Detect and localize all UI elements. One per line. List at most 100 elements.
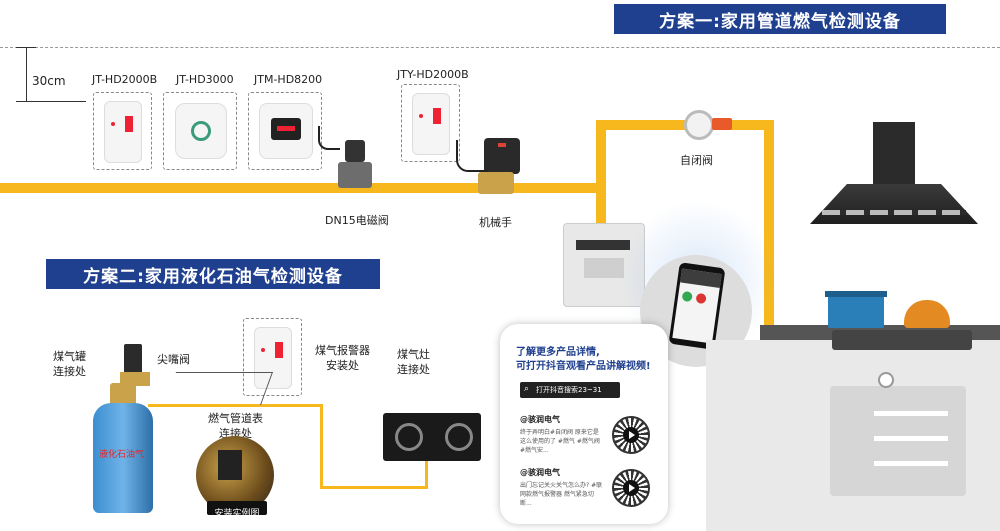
lpg-tank: 液化石油气 <box>93 403 153 513</box>
alarm-install-label: 煤气报警器 安装处 <box>315 344 370 372</box>
gas-meter <box>563 223 645 307</box>
gas-detector-1 <box>104 101 142 163</box>
gas-pipe-riser-right <box>764 120 774 330</box>
video-account-2: @骇润电气 <box>520 468 560 477</box>
tip-valve-label: 尖嘴阀 <box>157 353 190 366</box>
pot-lid <box>825 291 887 297</box>
phone <box>668 262 726 350</box>
plan2-title-banner: 方案二:家用液化石油气检测设备 <box>46 259 380 289</box>
detector-logo <box>433 108 441 124</box>
detector-box-2 <box>163 92 237 170</box>
orange-kettle <box>904 300 950 328</box>
range-hood-vent <box>822 210 966 215</box>
solenoid-valve <box>336 140 374 192</box>
plan1-title: 方案一:家用管道燃气检测设备 <box>659 11 901 32</box>
solenoid-cable <box>318 126 340 150</box>
douyin-promo-card: 了解更多产品详情, 可打开抖音观看产品讲解视频! ⌕ 打开抖音搜索23~31 @… <box>500 324 668 524</box>
plan2-valve-body <box>120 372 150 386</box>
valve-body <box>338 162 372 188</box>
phone-screen <box>672 268 722 344</box>
solenoid-coil <box>345 140 365 162</box>
search-icon: ⌕ <box>524 384 530 394</box>
video-item-2[interactable]: @骇润电气 出门忘记关火关气怎么办? #联网款燃气报警器 燃气紧急切断... <box>520 467 660 515</box>
gas-pipe-meter-drop <box>596 188 606 228</box>
ceiling-line <box>0 47 1000 48</box>
hose-bottom <box>320 486 428 489</box>
play-icon <box>623 480 639 496</box>
stove-connection-label: 煤气灶 连接处 <box>397 348 430 376</box>
detector-logo <box>125 116 133 132</box>
hose-up-stove <box>425 460 428 489</box>
manipulator-label: 机械手 <box>479 216 512 229</box>
tank-label: 液化石油气 <box>99 450 145 460</box>
indicator-light <box>419 114 423 118</box>
detector-label-4: JTY-HD2000B <box>397 68 469 81</box>
oven-handle-2 <box>874 436 948 441</box>
qr-code-2 <box>612 469 650 507</box>
example-caption: 安装实例图 <box>214 509 260 519</box>
search-bar[interactable]: ⌕ 打开抖音搜索23~31 <box>520 382 620 398</box>
detector-box-3 <box>248 92 322 170</box>
qr-code-1 <box>612 416 650 454</box>
video-desc-1: 终于弄明白#自闭阀 原来它是这么使用的了 #燃气 #燃气阀 #燃气安... <box>520 429 600 454</box>
auto-valve-label: 自闭阀 <box>680 154 713 167</box>
manipulator-actuator <box>484 138 520 174</box>
valve-gauge <box>684 110 714 140</box>
solenoid-label: DN15电磁阀 <box>325 214 389 227</box>
gas-detector-3 <box>259 103 313 159</box>
display-digits <box>277 126 295 131</box>
detector-label-2: JT-HD3000 <box>176 73 234 86</box>
manipulator-cable <box>456 140 488 172</box>
height-marker-tick-top <box>16 47 36 48</box>
height-label: 30cm <box>32 74 66 88</box>
detector-cable <box>163 372 274 405</box>
range-hood <box>810 184 978 224</box>
play-icon <box>623 427 639 443</box>
hose-tank-to-meter <box>148 404 273 407</box>
meter-panel <box>584 258 624 278</box>
indicator-light <box>261 348 265 352</box>
detector-label-3: JTM-HD8200 <box>254 73 323 86</box>
app-button-red <box>695 292 707 305</box>
video-account-1: @骇润电气 <box>520 415 560 424</box>
gas-detector-2 <box>175 103 227 159</box>
height-marker-tick-bottom <box>16 101 86 102</box>
tank-connection-label: 煤气罐 连接处 <box>53 350 86 378</box>
plan2-solenoid-valve <box>124 344 142 374</box>
range-hood-chimney <box>873 122 915 184</box>
plan2-title: 方案二:家用液化石油气检测设备 <box>83 266 343 287</box>
auto-close-valve <box>674 110 736 140</box>
detector-box-1 <box>93 92 152 170</box>
detector-label-1: JT-HD2000B <box>92 73 158 86</box>
manipulator-valve <box>478 172 514 194</box>
hose-down <box>320 404 323 488</box>
indicator-light <box>111 122 115 126</box>
gas-pipe-riser-left <box>596 120 606 193</box>
control-panel <box>832 330 972 350</box>
video-item-1[interactable]: @骇润电气 终于弄明白#自闭阀 原来它是这么使用的了 #燃气 #燃气阀 #燃气安… <box>520 414 660 462</box>
plan2-detector-box <box>243 318 302 396</box>
height-marker <box>26 47 27 102</box>
burner-left <box>395 423 423 451</box>
hose-to-stove <box>270 404 322 407</box>
blue-pot <box>825 291 887 328</box>
digital-display <box>271 118 301 140</box>
oven-handle-1 <box>874 411 948 416</box>
oven-door <box>830 386 966 496</box>
sensor-ring-icon <box>191 121 211 141</box>
plan2-gas-detector <box>254 327 292 389</box>
oven-knob <box>878 372 894 388</box>
gas-detector-4 <box>412 93 450 155</box>
manipulator-indicator <box>498 143 506 147</box>
gas-stove <box>383 413 481 461</box>
oven-handle-3 <box>874 461 948 466</box>
app-header <box>680 268 722 288</box>
example-caption-bar: 安装实例图 <box>207 501 267 519</box>
plan1-title-banner: 方案一:家用管道燃气检测设备 <box>614 4 946 34</box>
meter-window <box>576 240 630 250</box>
app-button-green <box>681 290 693 303</box>
example-valve <box>218 450 242 480</box>
valve-handle <box>712 118 732 130</box>
gas-pipe-main <box>0 183 605 193</box>
search-text: 打开抖音搜索23~31 <box>536 386 602 394</box>
